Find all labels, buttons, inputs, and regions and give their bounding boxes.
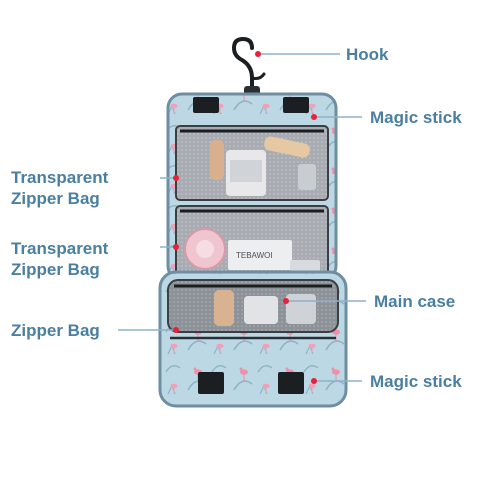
label-magic-stick-bottom: Magic stick	[370, 372, 462, 391]
label-transparent-zipper-bag-1-line1: Transparent	[11, 168, 109, 187]
main-case	[158, 270, 348, 408]
marker-dot-hook	[255, 51, 261, 57]
label-main-case: Main case	[374, 292, 456, 311]
magic-stick-top-right	[283, 97, 309, 113]
label-hook: Hook	[346, 45, 389, 64]
label-transparent-zipper-bag-2: Transparent Zipper Bag	[11, 238, 108, 280]
label-zipper-bag: Zipper Bag	[11, 321, 100, 340]
leader-lines	[118, 53, 366, 382]
marker-dot-transparent-bag-1	[173, 175, 179, 181]
hook-graphic	[231, 36, 266, 98]
label-transparent-zipper-bag-1: Transparent Zipper Bag	[11, 167, 108, 209]
magic-stick-top-left	[193, 97, 219, 113]
magic-stick-bottom-left	[198, 372, 224, 394]
marker-dot-magic-stick-bottom	[311, 378, 317, 384]
transparent-zipper-bag-1	[175, 125, 329, 201]
magic-stick-bottom-right	[278, 372, 304, 394]
box-brand-text: TEBAWOI	[236, 251, 273, 260]
marker-dot-magic-stick-top	[311, 114, 317, 120]
marker-dot-zipper-bag	[173, 327, 179, 333]
transparent-zipper-bag-2: TEBAWOI	[175, 205, 329, 279]
label-transparent-zipper-bag-2-line2: Zipper Bag	[11, 260, 100, 279]
label-magic-stick-top: Magic stick	[370, 108, 462, 127]
label-transparent-zipper-bag-2-line1: Transparent	[11, 239, 109, 258]
marker-dots	[173, 51, 317, 384]
marker-dot-transparent-bag-2	[173, 244, 179, 250]
label-transparent-zipper-bag-1-line2: Zipper Bag	[11, 189, 100, 208]
marker-dot-main-case	[283, 298, 289, 304]
